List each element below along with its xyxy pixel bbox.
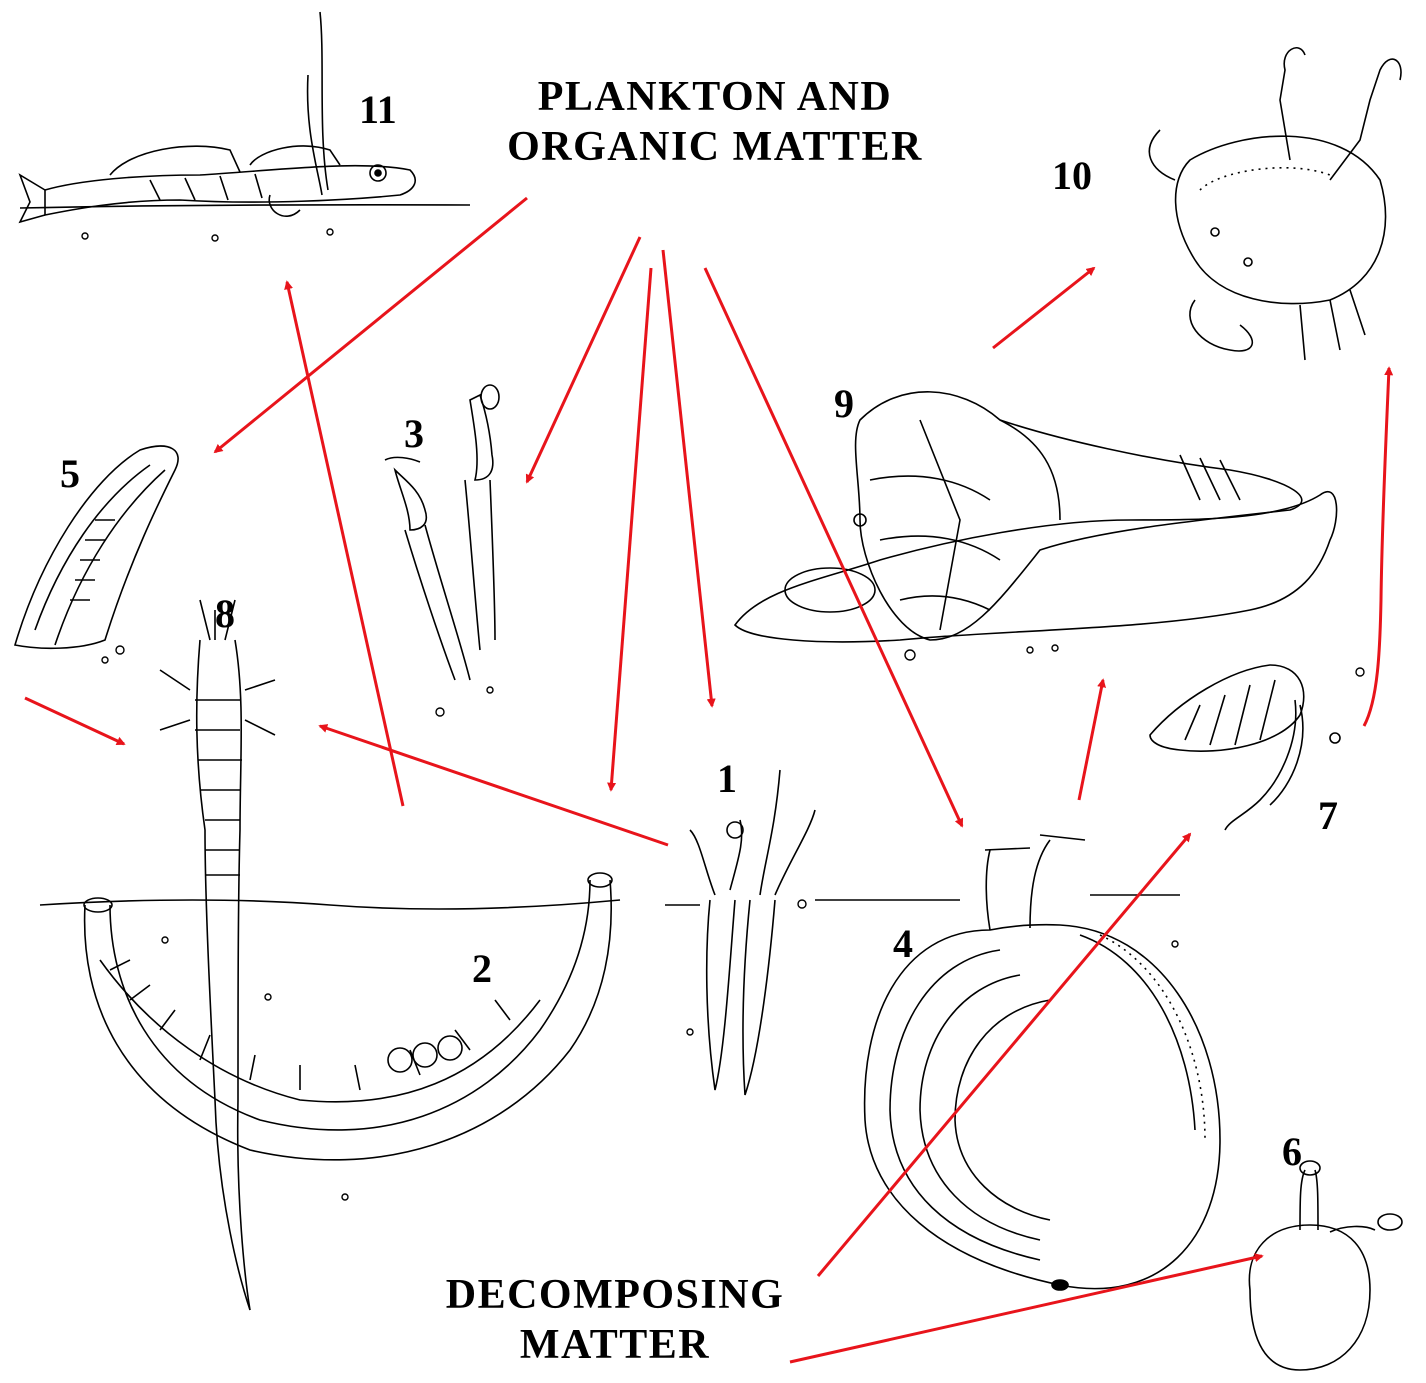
whelk-drawing [735,392,1337,642]
organism-label-3: 3 [404,410,424,457]
arrow-8-to-11 [287,282,403,806]
siphon-bivalve-drawing [1249,1161,1402,1370]
worm-pair-drawing [690,770,815,1095]
arrow-plankton-to-3 [527,237,640,482]
arrow-decomposing-to-6 [790,1256,1262,1362]
sediment-surface [20,205,1180,909]
plankton-heading: PLANKTON AND ORGANIC MATTER [470,72,960,172]
decomposing-heading-line2: MATTER [400,1320,830,1370]
clam-drawing [865,835,1220,1290]
u-tube-worm-drawing [84,873,612,1160]
organism-label-7: 7 [1318,792,1338,839]
arrows [25,198,1389,1362]
organism-label-6: 6 [1282,1128,1302,1175]
arrow-plankton-to-4 [705,268,962,826]
pebbles [82,229,1364,1200]
organism-label-10: 10 [1052,152,1092,199]
mussel-drawing [15,446,178,648]
arrow-plankton-to-5 [215,198,527,452]
organism-label-5: 5 [60,450,80,497]
crab-drawing [1149,48,1401,360]
organism-label-11: 11 [359,86,397,133]
organism-label-9: 9 [834,380,854,427]
tube-polyps-drawing [385,385,499,680]
organism-label-1: 1 [717,755,737,802]
arrow-5-to-8 [25,698,124,744]
plankton-heading-line1: PLANKTON AND [470,72,960,122]
decomposing-heading: DECOMPOSING MATTER [400,1270,830,1370]
organism-label-8: 8 [215,590,235,637]
goby-fish-drawing [20,12,415,222]
organism-label-4: 4 [893,920,913,967]
arrow-plankton-to-1 [663,250,712,706]
mud-snail-drawing [1150,665,1340,830]
arrow-4-to-9 [1079,680,1103,800]
arrow-7-to-10 [1364,368,1389,726]
burrowing-worm-drawing [160,600,275,1310]
plankton-heading-line2: ORGANIC MATTER [470,122,960,172]
arrow-plankton-to-2 [611,268,651,790]
decomposing-heading-line1: DECOMPOSING [400,1270,830,1320]
arrow-9-to-10 [993,268,1094,348]
organism-label-2: 2 [472,945,492,992]
